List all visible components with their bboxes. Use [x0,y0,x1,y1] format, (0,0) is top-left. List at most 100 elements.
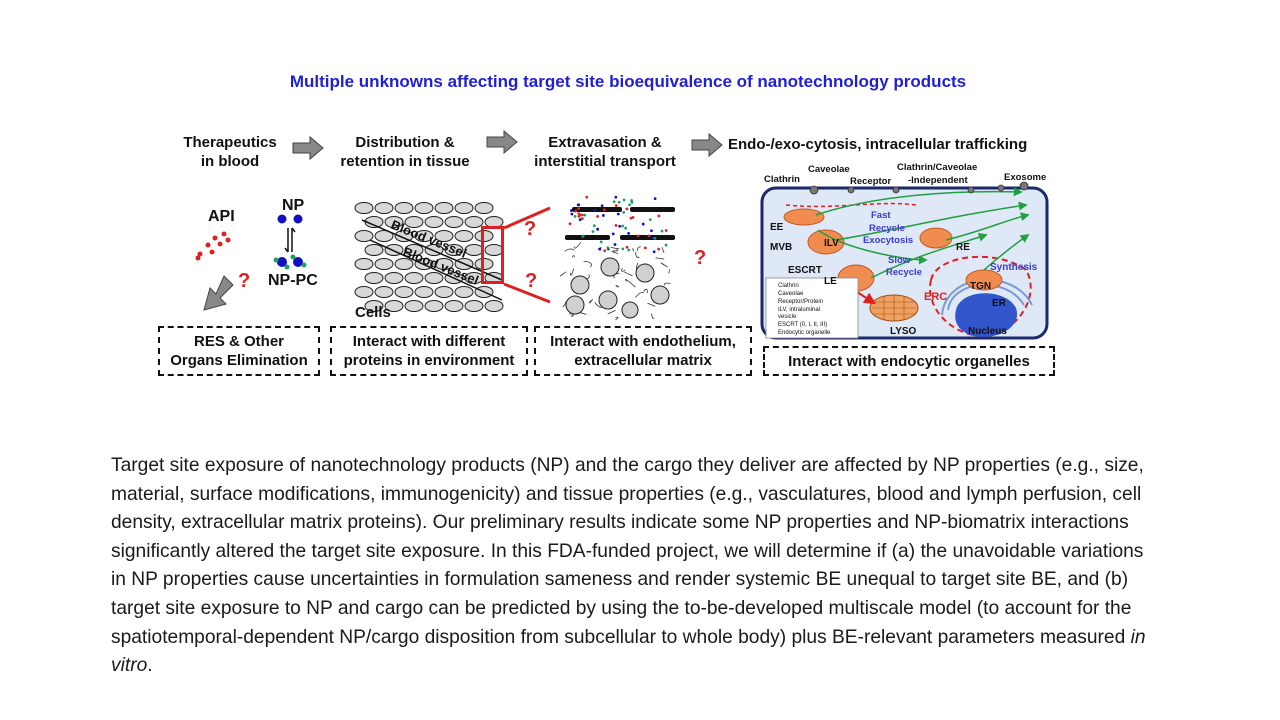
api-np-illustration [195,214,307,270]
stage-line: Distribution & [355,134,455,151]
tissue-cell [454,230,474,242]
box-organelles: Interact with endocytic organelles [763,346,1055,376]
slow-recycle-label-1: Slow [888,255,911,266]
fast-recycle-label-1: Fast [871,210,891,221]
tissue-cell [394,202,414,214]
np-particle [614,224,618,227]
np-particle [596,227,600,231]
np-particle [664,243,668,247]
erc-label: ERC [924,291,947,303]
ilv-label: ILV [824,238,839,249]
box-line: extracellular matrix [574,352,712,369]
tissue-cell [384,300,404,312]
matrix-fiber [573,242,582,249]
np-particle [624,226,628,230]
tissue-cell [394,286,414,298]
np-particle [621,247,625,251]
stage-endocytosis: Endo-/exo-cytosis, intracellular traffic… [728,136,1028,153]
tissue-cell [354,202,374,214]
matrix-fiber [660,262,668,268]
endothelium-bars [565,207,675,240]
tissue-cell [364,272,384,284]
tissue-cell [384,272,404,284]
np-pc-particles [273,254,307,270]
legend-item: Endocytic organelle [778,330,831,336]
np-particle [657,247,661,251]
matrix-fiber [570,268,575,276]
receptor-pits [809,181,1029,195]
np-particle [625,207,629,211]
trafficking-arrows [815,187,1030,279]
legend-item: ILV, intraluminal [778,307,820,313]
np-particle [614,204,618,208]
np-particle [592,224,596,228]
tissue-illustration: Blood vessel Blood vessel [354,202,504,312]
np-particle [591,230,595,233]
np-particle [614,195,618,199]
fast-recycle-label-3: Exocytosis [863,235,913,246]
tissue-cell [484,300,504,312]
tissue-cell [394,230,414,242]
np-particle [603,208,606,212]
legend-item: Clathrin [778,283,799,289]
matrix-fiber [623,271,633,277]
np-particle [627,248,631,252]
matrix-fiber [621,267,626,272]
description-paragraph: Target site exposure of nanotechnology p… [111,452,1156,681]
organelles [783,208,1003,292]
figure-title: Multiple unknowns affecting target site … [289,72,967,91]
extravasation-illustration [560,195,675,321]
np-particle [596,214,600,218]
tissue-cell [374,286,394,298]
matrix-fiber [635,292,645,298]
matrix-fiber [643,288,648,294]
np-particles [568,195,668,254]
tissue-cell [434,202,454,214]
np-particle [621,224,625,228]
tissue-cell [364,244,384,256]
matrix-fiber [615,316,619,321]
tissue-cell [354,258,374,270]
np-particle [606,246,610,250]
np-particle [579,213,583,217]
box-proteins: Interact with different proteins in envi… [330,326,528,376]
question-mark: ? [238,270,251,292]
arrow-1 [292,135,324,161]
erc-region [929,255,1032,338]
matrix-fiber [613,249,619,252]
np-particle [581,234,585,238]
escrt-label: ESCRT [788,265,822,276]
equilibrium-arrow [284,227,296,253]
receptor-label: Receptor [850,176,891,187]
np-particle [617,200,621,204]
matrix-fiber [560,271,567,277]
legend-item: Caveolae [778,291,804,297]
tissue-cell [414,230,434,242]
np-particle [568,222,572,226]
arrow-3 [691,132,723,158]
tissue-cell [434,286,454,298]
lysosome [869,294,919,322]
cell-trafficking-diagram: Clathrin Caveolae Receptor Clathrin/Cave… [760,162,1049,340]
box-line: Interact with different [352,333,506,350]
matrix-fiber [635,251,640,259]
matrix-fiber [615,284,620,288]
internalization-path [785,202,917,208]
clathrin-label: Clathrin [764,174,800,185]
tissue-cell [404,244,424,256]
tissue-cell [354,230,374,242]
nucleus [955,293,1018,338]
matrix-fiber [647,303,656,307]
stage-line: retention in tissue [340,153,470,170]
tissue-cell [384,216,404,228]
tissue-cell [394,258,414,270]
np-particle [583,213,587,217]
matrix-fiber [610,246,620,250]
tissue-cell [374,258,394,270]
np-particle [657,214,661,218]
paragraph-end: . [147,655,153,677]
tissue-cell [454,202,474,214]
np-particle [600,204,604,208]
legend-box [765,277,859,339]
stage-line: Therapeutics [183,134,277,151]
